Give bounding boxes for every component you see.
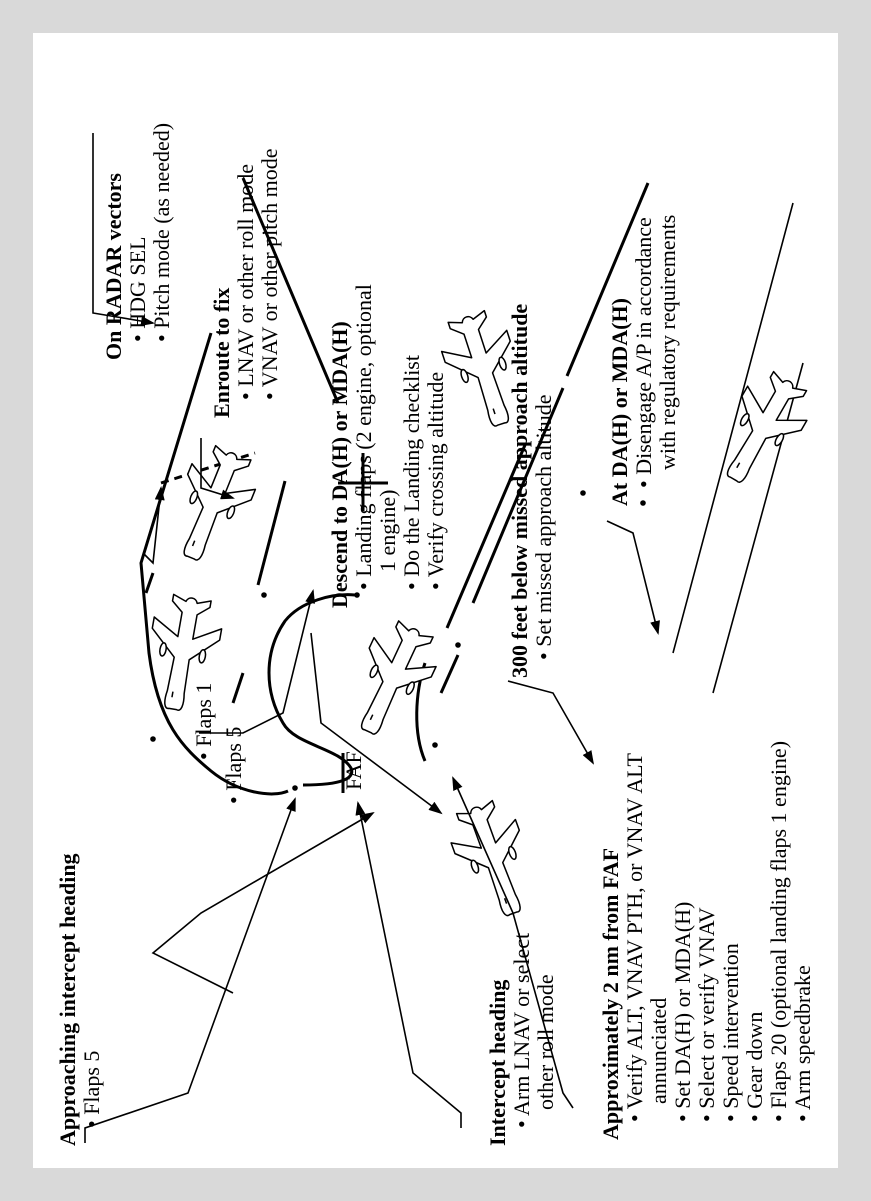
approach-diagram: Approaching intercept heading • Flaps 5 … xyxy=(55,123,821,1146)
svg-text:Intercept heading: Intercept heading xyxy=(485,980,510,1146)
label-on-radar: On RADAR vectors • HDG SEL • Pitch mode … xyxy=(101,123,174,360)
label-at-da: At DA(H) or MDA(H) • Disengage A/P in ac… xyxy=(607,215,680,506)
svg-text:• Do the Landing checklist: • Do the Landing checklist xyxy=(399,355,424,590)
svg-text:• Landing flaps (2 engine, opt: • Landing flaps (2 engine, optional xyxy=(351,284,376,590)
svg-text:with regulatory requirements: with regulatory requirements xyxy=(655,215,680,470)
track-dots xyxy=(150,490,646,791)
svg-text:• Flaps 20 (optional landing f: • Flaps 20 (optional landing flaps 1 eng… xyxy=(766,741,791,1122)
svg-text:• VNAV or other pitch mode: • VNAV or other pitch mode xyxy=(257,148,282,400)
svg-text:On RADAR vectors: On RADAR vectors xyxy=(101,173,126,360)
leader-lines xyxy=(84,133,660,1143)
svg-text:Approaching intercept heading: Approaching intercept heading xyxy=(55,853,80,1146)
svg-text:• Gear down: • Gear down xyxy=(742,1012,767,1122)
faf-marker xyxy=(338,453,388,511)
svg-text:At DA(H) or MDA(H): At DA(H) or MDA(H) xyxy=(607,298,632,506)
svg-text:• HDG SEL: • HDG SEL xyxy=(125,237,150,342)
svg-text:• Verify crossing altitude: • Verify crossing altitude xyxy=(423,372,448,590)
airplane-icon xyxy=(336,613,448,747)
diagram-panel: Approaching intercept heading • Flaps 5 … xyxy=(33,33,838,1168)
svg-text:other roll mode: other roll mode xyxy=(533,974,558,1110)
svg-text:• Verify ALT, VNAV PTH, or VNA: • Verify ALT, VNAV PTH, or VNAV ALT xyxy=(622,752,647,1122)
label-enroute-fix: Enroute to fix • LNAV or other roll mode… xyxy=(209,148,282,418)
label-approaching-intercept: Approaching intercept heading • Flaps 5 xyxy=(55,853,104,1146)
label-descend: Descend to DA(H) or MDA(H) • Landing fla… xyxy=(327,284,448,608)
svg-text:1 engine): 1 engine) xyxy=(375,490,400,572)
svg-text:annunciated: annunciated xyxy=(646,998,671,1104)
svg-text:• Disengage A/P in accordance: • Disengage A/P in accordance xyxy=(631,217,656,488)
svg-text:• Select or verify VNAV: • Select or verify VNAV xyxy=(694,907,719,1122)
svg-text:Descend to DA(H) or MDA(H): Descend to DA(H) or MDA(H) xyxy=(327,321,352,608)
svg-text:300 feet below missed approach: 300 feet below missed approach altitude xyxy=(507,304,532,678)
svg-text:• LNAV or other roll mode: • LNAV or other roll mode xyxy=(233,164,258,400)
label-flaps5: • Flaps 5 xyxy=(221,727,246,804)
svg-text:• Flaps 5: • Flaps 5 xyxy=(79,1051,104,1128)
airplane-icon xyxy=(703,363,821,498)
airplane-icon xyxy=(158,439,266,572)
label-intercept-heading: Intercept heading • Arm LNAV or select o… xyxy=(485,933,558,1146)
svg-text:• Arm speedbrake: • Arm speedbrake xyxy=(790,965,815,1122)
runway xyxy=(672,202,804,694)
svg-text:Enroute to fix: Enroute to fix xyxy=(209,288,234,418)
label-300-feet: 300 feet below missed approach altitude … xyxy=(507,304,556,678)
svg-text:• Set DA(H) or MDA(H): • Set DA(H) or MDA(H) xyxy=(670,902,695,1122)
airplane-icon xyxy=(441,794,547,927)
svg-text:• Arm LNAV or select: • Arm LNAV or select xyxy=(509,933,534,1128)
flight-track xyxy=(139,177,650,796)
label-flaps1: • Flaps 1 xyxy=(191,683,216,760)
svg-text:• Speed intervention: • Speed intervention xyxy=(718,943,743,1122)
svg-text:Approximately 2 nm from FAF: Approximately 2 nm from FAF xyxy=(598,848,623,1140)
svg-text:• Set missed approach altitude: • Set missed approach altitude xyxy=(531,394,556,660)
label-approx-2nm: Approximately 2 nm from FAF • Verify ALT… xyxy=(598,741,815,1140)
label-faf: FAF xyxy=(341,751,366,790)
svg-text:• Pitch mode (as needed): • Pitch mode (as needed) xyxy=(149,123,174,342)
